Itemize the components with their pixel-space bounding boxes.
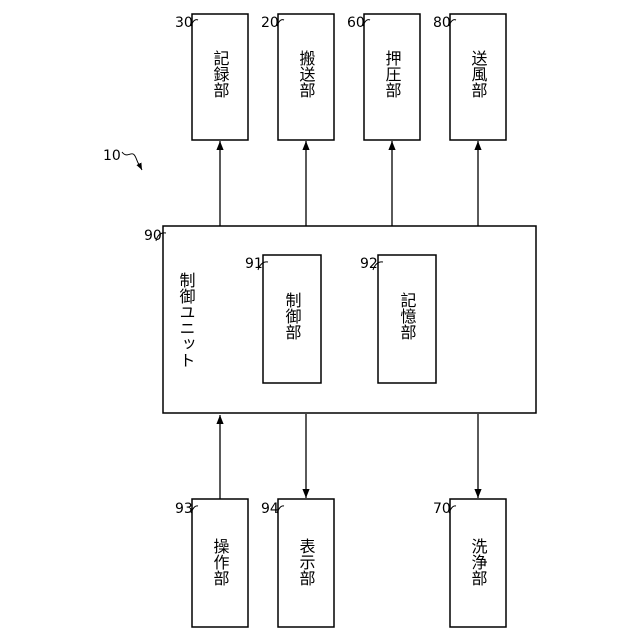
- storage-ref: 92: [360, 256, 378, 272]
- system-ref-leader: [122, 152, 142, 170]
- display-unit-label: 表示部: [297, 538, 316, 586]
- recording-unit-label: 記録部: [211, 50, 230, 98]
- control-unit-box: [163, 226, 536, 413]
- control-unit-label: 制御ユニット: [177, 272, 196, 368]
- transport-unit-ref: 20: [261, 15, 279, 31]
- operation-unit-label: 操作部: [211, 538, 230, 586]
- recording-unit-ref: 30: [175, 15, 193, 31]
- display-unit-block: 表示部 94: [261, 499, 334, 627]
- recording-unit-block: 記録部 30: [175, 14, 248, 140]
- pressing-unit-ref: 60: [347, 15, 365, 31]
- transport-unit-label: 搬送部: [297, 50, 316, 98]
- control-unit-ref: 90: [144, 228, 162, 244]
- blower-unit-ref: 80: [433, 15, 451, 31]
- cleaning-unit-block: 洗浄部 70: [433, 499, 506, 627]
- operation-unit-block: 操作部 93: [175, 499, 248, 627]
- storage-label: 記憶部: [398, 292, 417, 340]
- blower-unit-label: 送風部: [469, 50, 488, 98]
- cleaning-unit-ref: 70: [433, 501, 451, 517]
- operation-unit-ref: 93: [175, 501, 193, 517]
- cleaning-unit-label: 洗浄部: [469, 538, 488, 586]
- blower-unit-block: 送風部 80: [433, 14, 506, 140]
- controller-ref: 91: [245, 256, 263, 272]
- pressing-unit-label: 押圧部: [383, 50, 402, 98]
- display-unit-ref: 94: [261, 501, 279, 517]
- controller-label: 制御部: [283, 292, 302, 340]
- system-ref-label: 10: [103, 148, 121, 164]
- pressing-unit-block: 押圧部 60: [347, 14, 420, 140]
- transport-unit-block: 搬送部 20: [261, 14, 334, 140]
- control-unit-block: 制御ユニット 90 制御部 91 記憶部 92: [144, 226, 536, 413]
